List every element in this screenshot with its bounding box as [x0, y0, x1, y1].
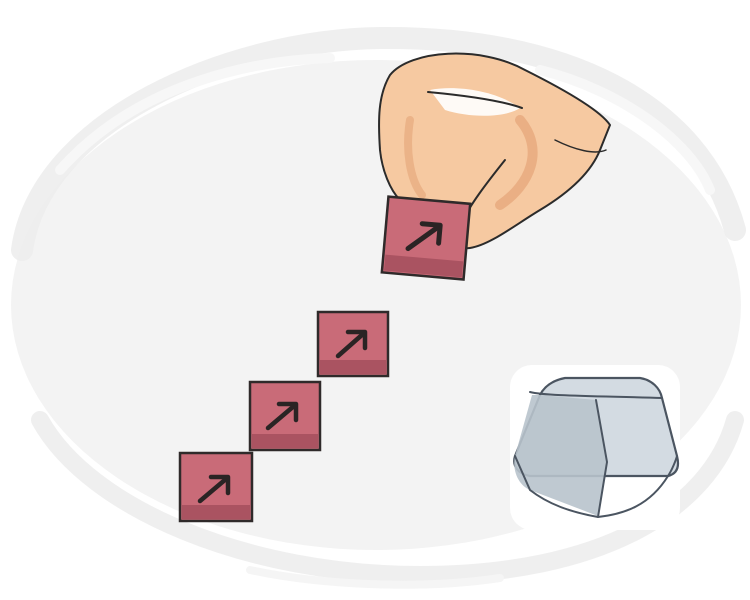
arrow-block-icon — [178, 451, 254, 523]
arrow-block-icon — [248, 380, 322, 452]
arrow-block-icon — [380, 195, 472, 281]
arrow-up-right-icon — [335, 329, 368, 359]
hand-icon — [378, 52, 611, 250]
arrow-up-right-icon — [265, 401, 299, 431]
arrow-up-right-icon — [197, 474, 231, 504]
arrow-block-icon — [316, 310, 390, 378]
arrow-up-right-icon — [405, 221, 443, 252]
keyboard-key-icon — [510, 365, 680, 530]
